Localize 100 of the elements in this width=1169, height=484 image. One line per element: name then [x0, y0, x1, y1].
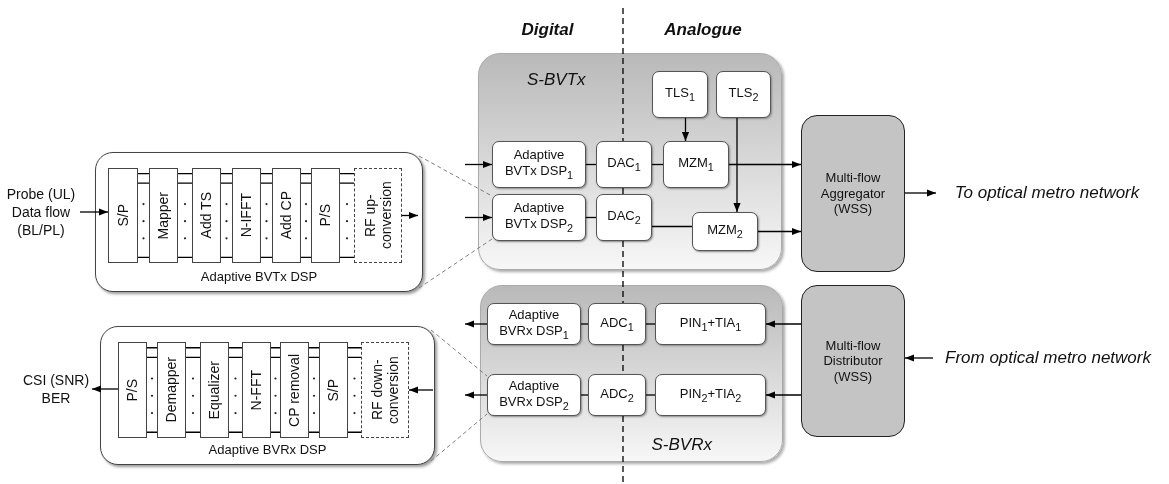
- arrow: [464, 160, 493, 169]
- step-label: S/P: [325, 378, 342, 402]
- component-box: [692, 212, 758, 251]
- component-box: [596, 141, 652, 188]
- component-box: [588, 303, 646, 345]
- dsp-step-box: [149, 168, 178, 263]
- arrow: [733, 117, 741, 213]
- step-label: RF down-conversion: [368, 355, 402, 426]
- block-label: TLS$_{2}$: [728, 85, 759, 104]
- dsp-step-box: [280, 342, 309, 438]
- block-label: ADC$_{1}$: [600, 314, 634, 334]
- block-label: DAC$_{2}$: [607, 208, 641, 227]
- component-box: [487, 374, 581, 416]
- rf-conversion-box: [361, 342, 409, 438]
- wss-box: [801, 285, 905, 437]
- component-box: [716, 71, 771, 118]
- connector-line: [651, 225, 693, 228]
- arrow: [765, 320, 802, 328]
- dsp-step-box: [232, 168, 261, 263]
- subsystem-title: S-BVTx: [527, 70, 586, 91]
- arrow: [728, 160, 802, 169]
- arrow: [765, 391, 802, 399]
- block-label: Adaptive BVTx DSP$_{1}$: [503, 147, 575, 182]
- step-label: Demapper: [163, 357, 180, 423]
- block-label: TLS$_{1}$: [665, 85, 695, 104]
- connector-line: [580, 323, 589, 325]
- component-box: [487, 303, 581, 345]
- step-label: S/P: [114, 204, 132, 227]
- arrow: [904, 189, 937, 197]
- block-label: Adaptive BVTx DSP$_{2}$: [503, 200, 575, 235]
- subsystem-title: S-BVRx: [651, 434, 712, 455]
- step-label: Equalizer: [206, 360, 223, 420]
- arrow: [79, 208, 109, 216]
- bus-lines: [260, 173, 273, 258]
- component-box: [655, 303, 766, 345]
- flow-text: To optical metro network: [954, 182, 1140, 204]
- bus-lines: [339, 173, 355, 258]
- dsp-step-box: [311, 168, 340, 263]
- connector-line: [580, 394, 589, 396]
- step-label: P/S: [317, 204, 334, 227]
- arrow: [408, 386, 434, 394]
- component-box: [492, 194, 586, 241]
- rf-conversion-box: [354, 168, 402, 263]
- flow-text: Probe (UL) Data flow (BL/PL): [5, 184, 77, 240]
- component-box: [492, 141, 586, 188]
- block-label: Adaptive BVRx DSP$_{1}$: [498, 306, 570, 342]
- block-label: PIN$_{2}$+TIA$_{2}$: [679, 385, 742, 405]
- dsp-step-box: [108, 168, 138, 263]
- bus-lines: [270, 347, 281, 433]
- block-label: Adaptive BVRx DSP$_{2}$: [498, 377, 570, 413]
- subsystem-panel: [478, 53, 782, 270]
- dsp-step-box: [319, 342, 348, 438]
- panel-title: Adaptive BVTx DSP: [199, 269, 319, 285]
- bus-lines: [347, 347, 362, 433]
- block-label: MZM$_{2}$: [707, 222, 743, 241]
- bus-lines: [185, 347, 201, 433]
- component-box: [655, 374, 766, 416]
- arrow: [401, 211, 419, 220]
- bus-lines: [300, 173, 312, 258]
- step-label: Add TS: [198, 192, 215, 239]
- step-label: N-IFFT: [238, 193, 255, 238]
- block-label: MZM$_{1}$: [678, 155, 714, 174]
- connector-line: [645, 323, 656, 325]
- flow-text: From optical metro network: [945, 347, 1151, 369]
- zoom-guide-line: [418, 238, 493, 289]
- flow-text: CSI (SNR) BER: [21, 370, 91, 408]
- step-label: Mapper: [155, 191, 172, 240]
- arrow: [464, 391, 488, 399]
- connector-line: [585, 216, 597, 219]
- arrow: [464, 320, 488, 328]
- block-label: Multi-flow Distributor (WSS): [822, 337, 884, 385]
- arrow: [91, 385, 119, 393]
- bus-lines: [177, 173, 193, 258]
- step-label: N-FFT: [248, 369, 265, 411]
- subsystem-panel: [480, 285, 783, 462]
- panel-title: Adaptive BVRx DSP: [207, 442, 328, 458]
- connector-line: [651, 163, 664, 166]
- step-label: Add CP: [278, 191, 295, 240]
- connector-line: [585, 163, 597, 166]
- wss-box: [801, 115, 905, 272]
- dsp-step-box: [242, 342, 271, 438]
- dsp-step-box: [192, 168, 221, 263]
- dsp-step-box: [200, 342, 229, 438]
- zoom-guide-line: [418, 155, 493, 197]
- domain-heading: Digital: [520, 20, 575, 40]
- dsp-panel: [95, 152, 423, 292]
- arrow: [464, 213, 493, 222]
- component-box: [652, 71, 708, 118]
- arrow: [757, 227, 802, 236]
- dsp-panel: [100, 326, 435, 465]
- domain-heading: Analogue: [663, 20, 743, 40]
- step-label: CP removal: [286, 353, 303, 427]
- bus-lines: [137, 173, 150, 258]
- step-label: RF up-conversion: [361, 180, 395, 252]
- block-label: DAC$_{1}$: [607, 155, 641, 174]
- block-label: PIN$_{1}$+TIA$_{1}$: [679, 314, 742, 334]
- dsp-step-box: [118, 342, 147, 438]
- block-label: Multi-flow Aggregator (WSS): [819, 170, 887, 217]
- connector-line: [645, 394, 656, 396]
- bus-lines: [228, 347, 243, 433]
